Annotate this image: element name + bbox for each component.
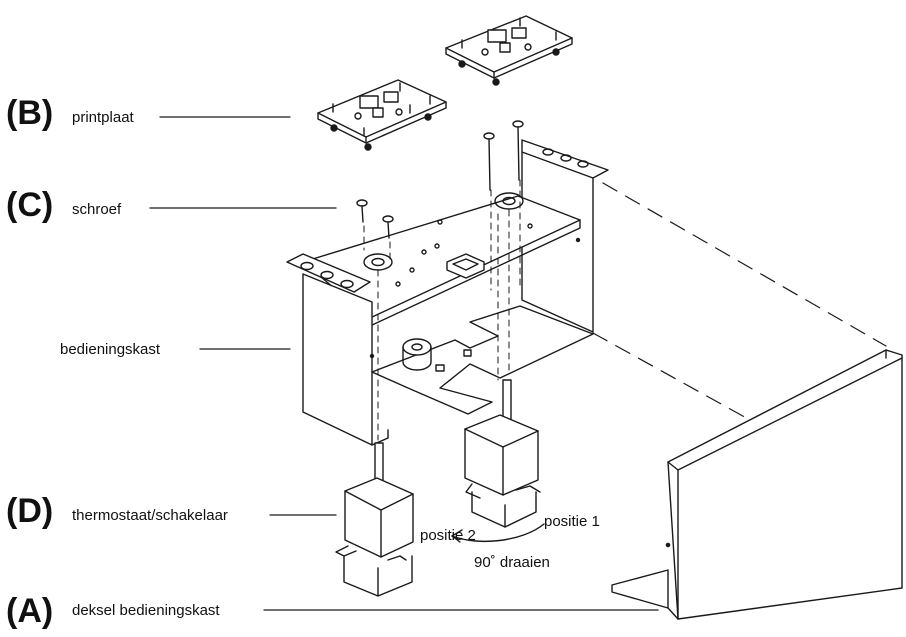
thermostat-left: [335, 442, 414, 597]
thermostat-right: [464, 379, 541, 528]
alignment-guide-lines: [592, 182, 887, 421]
callout-a-label: deksel bedieningskast: [72, 602, 220, 619]
callout-b-letter: (B): [6, 94, 54, 132]
leader-lines: [149, 116, 659, 611]
callout-d-label: thermostaat/schakelaar: [72, 507, 228, 524]
cabinet-label: bedieningskast: [60, 341, 161, 358]
callout-b-label: printplaat: [72, 109, 134, 126]
circuit-board-front: [317, 79, 447, 151]
callout-c-label: schroef: [72, 201, 122, 218]
callout-a-letter: (A): [6, 592, 54, 630]
position-1-label: positie 1: [544, 513, 600, 530]
control-cabinet: [286, 139, 609, 446]
callout-c-letter: (C): [6, 186, 54, 224]
circuit-board-rear: [445, 15, 573, 86]
assembly-guide-lines: [363, 179, 521, 441]
rotate-90-label: 90˚ draaien: [474, 554, 550, 571]
callout-d-letter: (D): [6, 492, 54, 530]
cover-panel: [611, 349, 903, 620]
rotation-arrow: [451, 523, 545, 543]
screws: [356, 120, 524, 239]
position-2-label: positie 2: [420, 527, 476, 544]
